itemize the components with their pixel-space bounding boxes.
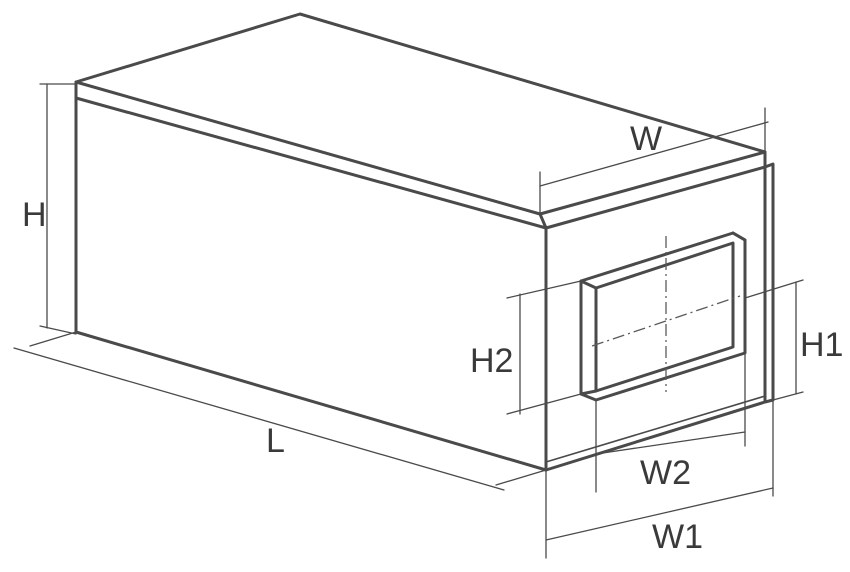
outlet-depth-edge (579, 279, 598, 290)
outlet-outer (579, 231, 747, 402)
h-extension-bottom (39, 325, 77, 335)
outlet-inner (594, 241, 735, 393)
w-dimension-line (539, 121, 769, 187)
dimension-w1: W1 (545, 399, 774, 559)
outlet-depth-edge-3 (579, 389, 598, 396)
outlet-centerline-horizontal (591, 295, 741, 347)
w-label: W (630, 120, 662, 158)
h2-label: H2 (470, 342, 513, 380)
l-extension-right (495, 469, 547, 486)
w2-dimension-line (595, 431, 746, 455)
l-dimension-line (13, 347, 505, 491)
w1-label: W1 (652, 518, 703, 556)
h2-extension-top (506, 280, 582, 299)
box-body (74, 12, 775, 472)
front-face (74, 96, 548, 472)
h1-label: H1 (800, 326, 843, 364)
w2-label: W2 (640, 454, 691, 492)
l-label: L (266, 422, 285, 460)
outlet-depth-edge-2 (731, 231, 747, 242)
dimension-l: L (13, 331, 547, 491)
cover-rim-right (538, 150, 767, 230)
h-label: H (22, 196, 47, 234)
top-cover (74, 12, 767, 216)
outlet-flange (579, 231, 747, 402)
end-flange (763, 162, 775, 404)
dimension-h: H (22, 83, 77, 335)
bottom-lip (545, 395, 766, 463)
dimension-h1: H1 (744, 279, 843, 401)
w1-dimension-line (545, 487, 774, 541)
h1-extension-top (744, 279, 804, 299)
l-extension-left (29, 331, 77, 347)
h1-extension-bottom (772, 391, 804, 401)
dimension-h2: H2 (470, 280, 582, 415)
dimension-w2: W2 (595, 352, 746, 493)
dimension-w: W (539, 107, 769, 215)
h2-extension-bottom (506, 393, 582, 415)
